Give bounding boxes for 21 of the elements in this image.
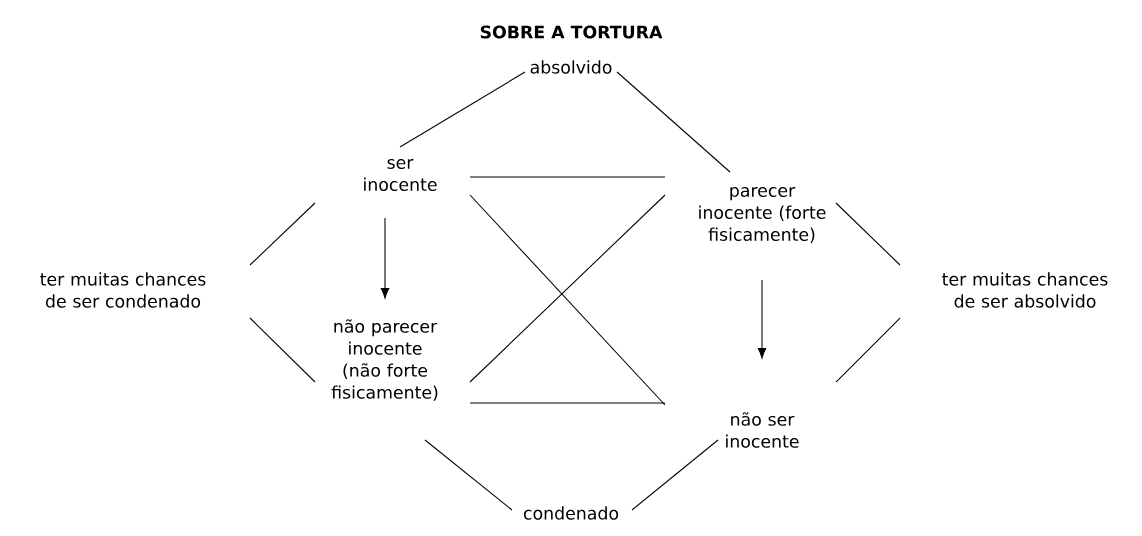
connector-line [469,402,666,404]
connector-line [249,317,316,383]
text-label: parecer inocente (forte fisicamente) [699,187,826,243]
text-label: ter muitas chances de ser absolvido [942,272,1108,308]
connector-line [835,202,901,266]
text-label: condenado [523,506,619,520]
arrow [757,279,767,359]
text-label: não ser inocente [726,412,799,448]
connector-line [249,202,316,266]
connector-line [399,71,526,148]
text-label: não parecer inocente (não forte fisicamente) [331,319,438,401]
connector-line [616,71,731,173]
connector-line [424,439,513,511]
connector-line [835,317,901,383]
text-label: absolvido [530,60,612,74]
text-label: ser inocente [364,159,437,191]
title: SOBRE A TORTURA [480,25,663,39]
text-label: ter muitas chances de ser condenado [40,272,206,308]
connector-line [631,439,719,511]
arrow [380,217,390,299]
connector-line [469,176,666,178]
